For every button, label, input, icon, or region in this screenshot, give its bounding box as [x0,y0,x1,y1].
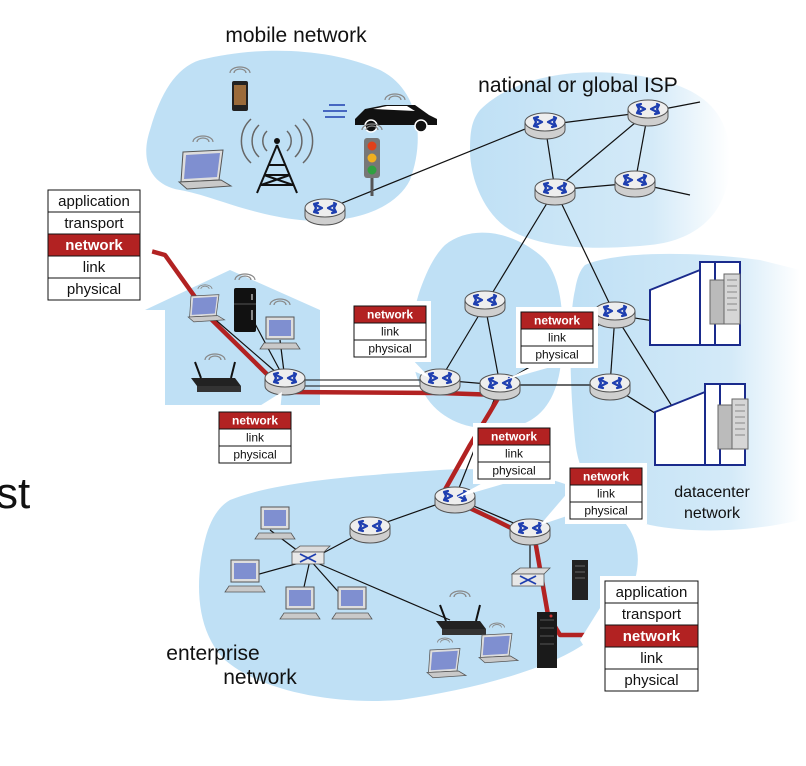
desktop-computer-icon [331,586,373,620]
server-icon [709,273,741,325]
stack-layer-network: network [623,628,681,645]
stack-layer-physical: physical [535,347,578,361]
stack-callout-pointer [380,357,430,378]
stack-layer-physical-box [604,668,699,692]
stack-layer-application: application [616,584,688,601]
stack-layer-network: network [367,307,413,321]
datacenter-label-line2: network [684,505,741,522]
wifi-access-point-icon [436,590,486,635]
router-icon [626,98,670,128]
router-icon [418,367,462,397]
router-icon [303,197,347,227]
stack-layer-physical: physical [67,281,121,298]
mobile-network-cloud [146,50,418,221]
desktop-computer-icon [254,506,296,540]
enterprise-label-line2: network [223,666,297,689]
phone-icon [229,66,251,111]
laptop-icon [426,637,468,679]
stack-layer-network: network [65,237,123,254]
router-icon [263,367,307,397]
stack-layer-physical: physical [492,463,535,477]
protocol-stack-router-enterprise: network link physical [540,463,647,525]
router-icon [348,515,392,545]
protocol-stack-router-home: network link physical [214,392,296,468]
stack-layer-transport: transport [622,606,682,623]
stack-layer-physical: physical [624,672,678,689]
protocol-stack-router-core-b: network link physical [505,307,598,380]
stack-layer-physical: physical [233,447,276,461]
desktop-computer-icon [259,298,301,350]
router-icon [533,177,577,207]
desktop-computer-icon [224,559,266,593]
protocol-stack-host-left: application transport network link physical [43,185,165,305]
server-icon [717,398,749,450]
stack-layer-physical-box [47,277,141,301]
isp-label: national or global ISP [478,74,678,97]
server-icon [537,612,557,668]
stack-layer-link: link [597,486,616,500]
router-icon [588,372,632,402]
protocol-stack-router-core-a: network link physical [349,301,431,378]
laptop-icon [478,622,520,664]
stack-layer-link: link [381,324,400,338]
home-uplink [290,379,420,387]
router-icon [523,111,567,141]
wifi-access-point-icon [191,353,241,392]
stack-layer-physical: physical [368,341,411,355]
cell-tower-icon [240,118,314,194]
stack-layer-link: link [640,650,663,667]
switch-icon [510,567,551,587]
laptop-icon [177,135,233,190]
router-icon [613,169,657,199]
stack-layer-network: network [232,413,278,427]
datacenter-label-line1: datacenter [674,484,750,501]
protocol-stack-router-mid: network link physical [455,423,555,498]
stack-callout-pointer [140,200,165,300]
stack-layer-physical-box [477,461,551,480]
stack-layer-physical-box [218,445,292,464]
stack-layer-transport: transport [64,215,124,232]
traffic-light-icon [361,123,383,196]
stack-callout-pointer [540,490,570,525]
stack-layer-network: network [534,313,580,327]
stack-layer-physical: physical [584,503,627,517]
desktop-computer-icon [279,586,321,620]
clipped-slide-text: st [0,469,30,518]
router-icon [463,289,507,319]
stack-layer-physical-box [569,501,643,520]
stack-layer-physical-box [353,339,427,358]
router-icon [593,300,637,330]
router-icon [478,372,522,402]
isp-cloud [470,72,730,248]
laptop-icon [187,284,226,323]
server-icon [572,560,588,600]
stack-layer-link: link [548,330,567,344]
stack-layer-link: link [505,446,524,460]
fridge-icon [234,273,256,332]
stack-layer-link: link [246,430,265,444]
stack-layer-application: application [58,193,130,210]
stack-layer-network: network [491,429,537,443]
stack-layer-link: link [83,259,106,276]
enterprise-label-line1: enterprise [166,642,259,665]
mobile-network-label: mobile network [225,24,367,47]
switch-icon [290,545,331,565]
stack-layer-physical-box [520,345,594,364]
stack-layer-network: network [583,469,629,483]
stack-callout-pointer [580,600,605,680]
protocol-stack-host-right: application transport network link physical [580,576,703,696]
